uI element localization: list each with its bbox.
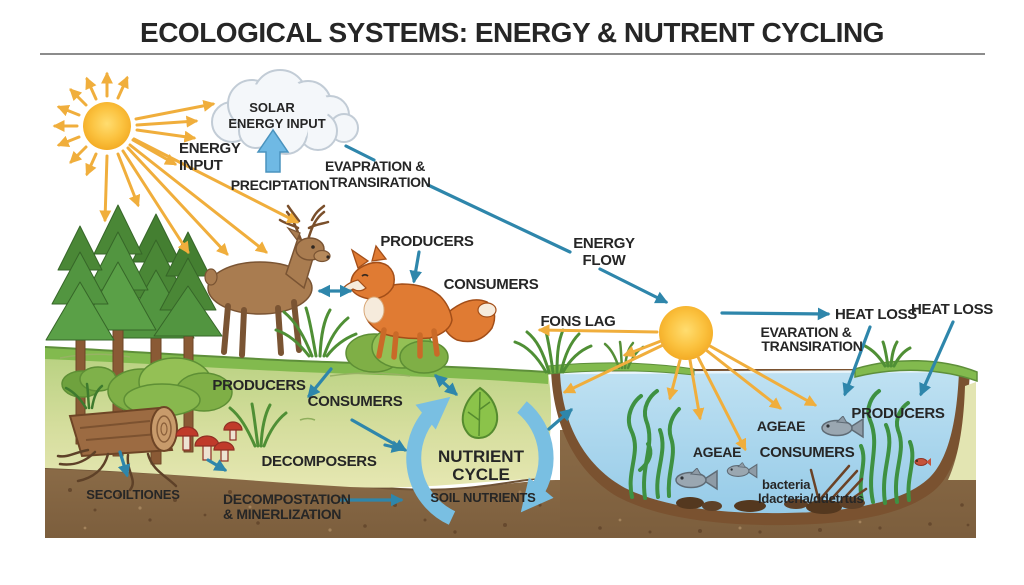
diagram-labels: ENERGY INPUT PRECIPTATION EVAPRATION & T…	[86, 140, 993, 522]
grass-tufts	[64, 306, 912, 448]
label-producers-pond: PRODUCERS	[851, 405, 944, 422]
label-energy-flow-2: FLOW	[583, 252, 627, 269]
label-consumers-forest: CONSUMERS	[444, 276, 539, 293]
label-fons-lag: FONS LAG	[540, 313, 615, 330]
label-energy-input-1: ENERGY	[179, 140, 241, 157]
grass-icon	[274, 306, 358, 358]
log-roots	[56, 448, 178, 492]
bush-icon	[107, 357, 233, 417]
label-producers-ground: PRODUCERS	[212, 377, 305, 394]
log-icon	[68, 406, 178, 458]
label-evapotranspiration-right-1: EVARATION &	[760, 324, 851, 340]
label-decomposition-1: DECOMPOSTATION	[223, 491, 351, 507]
seaweed-icon	[858, 389, 915, 505]
heat-loss-arrow-2	[919, 320, 955, 397]
producers-forest-arrow	[409, 250, 423, 284]
label-soil-nutrients: SOIL NUTRIENTS	[430, 490, 536, 505]
seaweed-icon	[626, 389, 681, 500]
pond-sand-wedge	[948, 382, 976, 480]
evap-line-segment	[344, 144, 376, 162]
label-algae-1: AGEAE	[757, 418, 805, 434]
fox-icon	[339, 244, 497, 360]
nutrient-cycle-icon	[406, 386, 554, 525]
label-solar-energy-input-1: SOLAR	[249, 100, 295, 115]
cloud-icon: SOLAR ENERGY INPUT	[211, 69, 359, 155]
label-evapotranspiration-left-1: EVAPRATION &	[325, 158, 425, 174]
label-consumers-ground: CONSUMERS	[308, 393, 403, 410]
label-producers-forest: PRODUCERS	[380, 233, 473, 250]
label-energy-flow-1: ENERGY	[573, 235, 635, 252]
label-energy-input-2: INPUT	[179, 157, 223, 174]
label-decomposition-2: & MINERLIZATION	[223, 506, 341, 522]
soil-arrow-left	[117, 450, 131, 478]
grass-icon	[863, 340, 912, 368]
label-nutrient-cycle-1: NUTRIENT	[438, 447, 525, 466]
label-solar-energy-input-2: ENERGY INPUT	[228, 116, 325, 131]
label-bacteria-2: ldacteria/ddetrtus	[758, 491, 864, 506]
mushroom-icon	[175, 421, 243, 462]
grass-icon	[513, 326, 593, 374]
cycle-pond-arrow	[547, 408, 573, 431]
small-red-fish-icon	[914, 458, 931, 466]
energy-flow-line	[426, 183, 572, 254]
leaf-icon	[461, 386, 499, 439]
evaporation-right-arrow	[720, 307, 831, 321]
deer-icon	[204, 204, 331, 358]
label-decomposers: DECOMPOSERS	[261, 453, 376, 470]
label-evapotranspiration-left-2: TRANSIRATION	[329, 174, 430, 190]
cycle-in-arrow	[383, 440, 405, 453]
sun-icon	[52, 71, 300, 256]
soil-arrow-mid	[206, 458, 228, 472]
label-consumers-pond: CONSUMERS	[760, 444, 855, 461]
label-heat-loss-2: HEAT LOSS	[911, 301, 993, 318]
fallen-log	[56, 406, 243, 492]
pond-life	[626, 389, 931, 514]
grass-icon	[64, 382, 104, 410]
label-bacteria-1: bacteria	[762, 477, 811, 492]
flow-arrows	[117, 144, 955, 507]
heat-loss-arrow-1	[842, 325, 872, 397]
label-nutrient-cycle-2: CYCLE	[452, 465, 510, 484]
producers-consumers-arrow	[307, 367, 333, 398]
detritus-icon	[676, 464, 868, 514]
sun-icon	[537, 306, 818, 452]
label-heat-loss-1: HEAT LOSS	[835, 306, 917, 323]
label-secolutiones: SECOILTIONES	[86, 487, 180, 502]
grass-icon	[228, 402, 288, 448]
energy-flow-arrow	[598, 267, 669, 304]
label-precipitation: PRECIPTATION	[231, 177, 330, 193]
page-title: ECOLOGICAL SYSTEMS: ENERGY & NUTRENT CYC…	[140, 17, 884, 48]
precipitation-arrow-icon	[256, 128, 290, 173]
bush-leaf-arrow	[434, 374, 458, 396]
label-algae-2: AGEAE	[693, 444, 741, 460]
label-evapotranspiration-right-2: TRANSIRATION	[761, 338, 862, 354]
